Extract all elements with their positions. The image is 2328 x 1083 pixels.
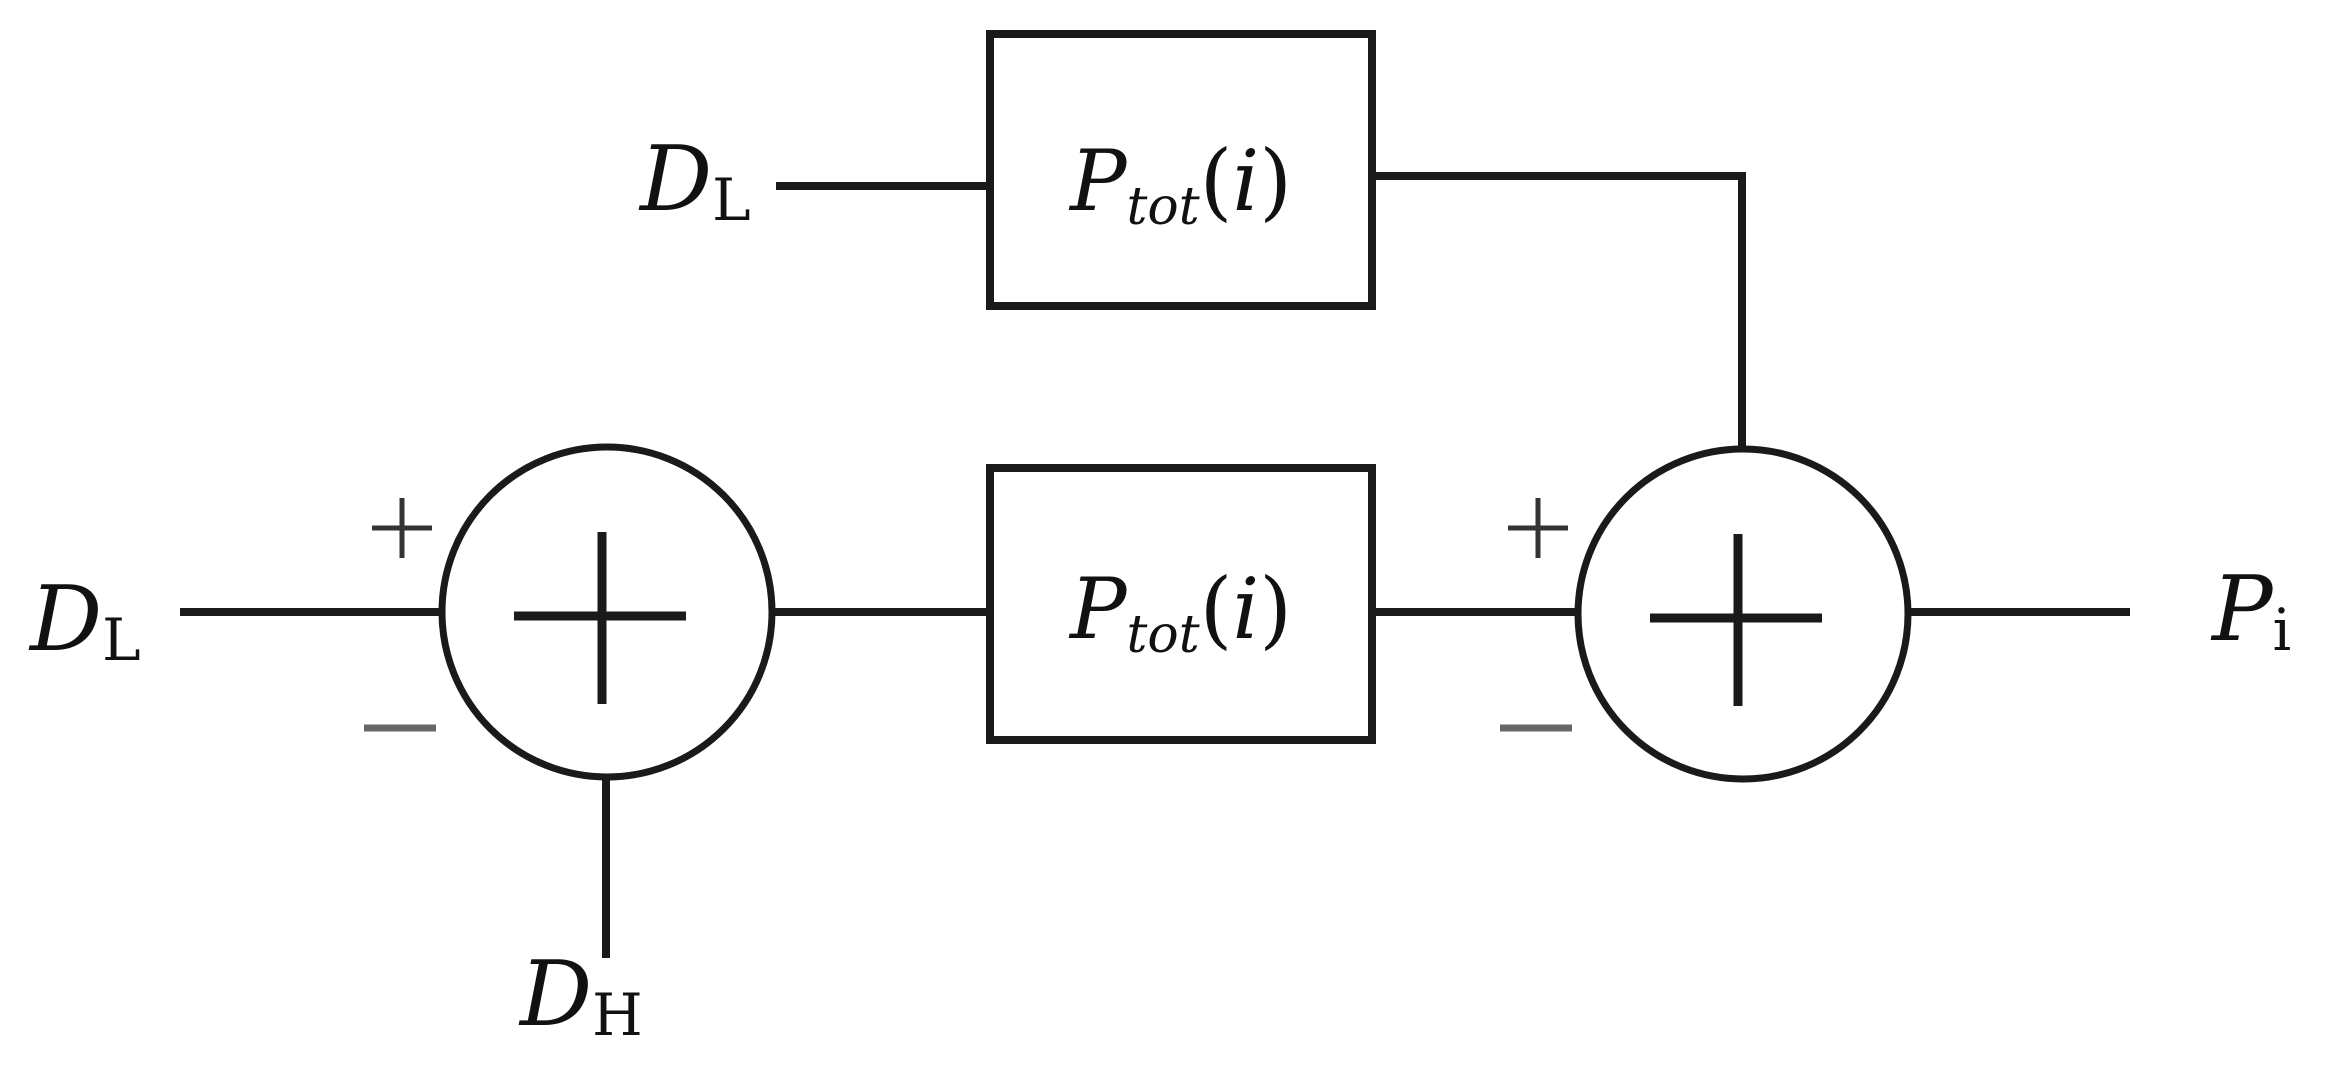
summing-junction-left: [364, 443, 776, 781]
transfer-block-middle-frame: [986, 464, 1376, 744]
transfer-block-top-label: Ptot(i): [1068, 132, 1292, 237]
summing-junction-right: [1500, 445, 1912, 783]
wire-top-feedforward: [1372, 172, 1746, 452]
summing-junction-left-plus-sign: [372, 498, 432, 558]
summing-junction-right-plus-sign: [1508, 498, 1568, 558]
input-label-mid-dl: DL: [28, 567, 141, 674]
input-label-top-dl: DL: [638, 127, 751, 234]
input-label-bottom-dh: DH: [518, 942, 643, 1049]
output-label-pi: Pi: [2210, 557, 2291, 664]
transfer-block-middle: Ptot(i): [986, 464, 1376, 744]
transfer-block-top: Ptot(i): [986, 30, 1376, 310]
transfer-block-middle-label: Ptot(i): [1068, 560, 1292, 665]
transfer-block-top-frame: [986, 30, 1376, 310]
